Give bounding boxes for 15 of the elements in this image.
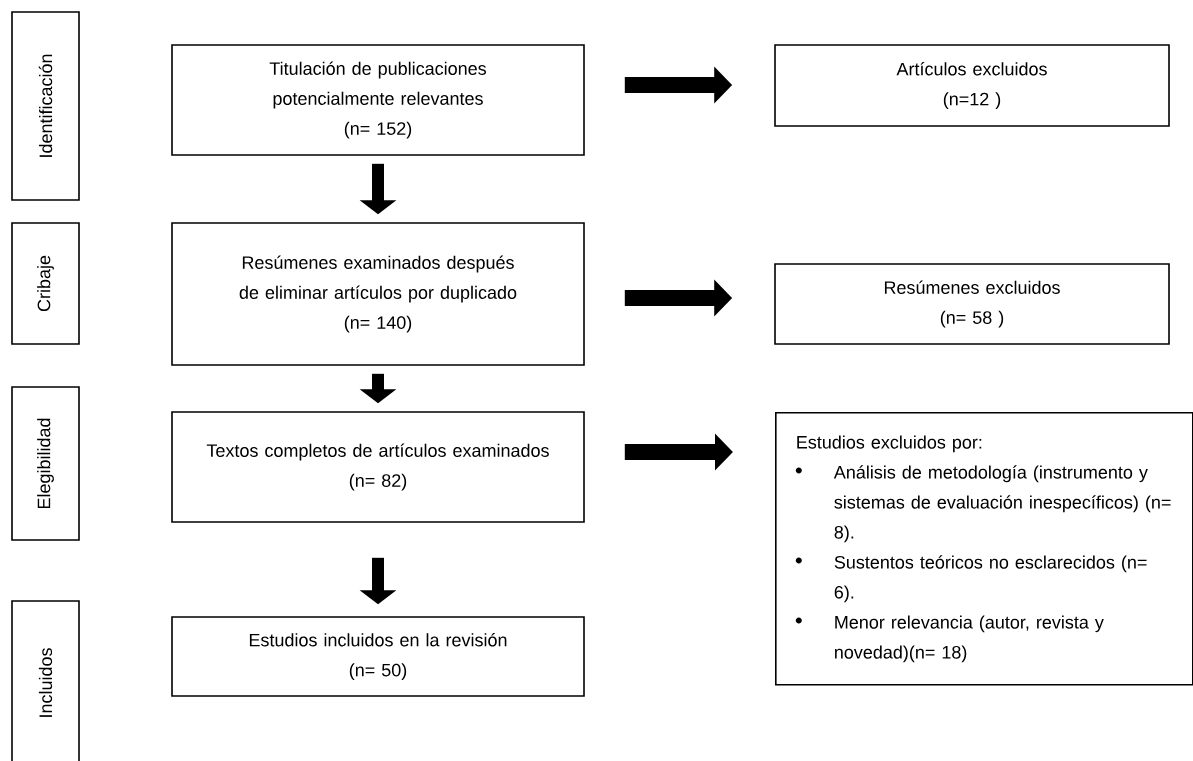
list-item: Sustentos teóricos no esclarecidos (n= 6). bbox=[834, 555, 1147, 603]
exclusion-box: Resúmenes excluidos (n= 58 ) bbox=[774, 263, 1170, 345]
process-box: Resúmenes examinados después de eliminar artículos por duplicado (n= 140) bbox=[171, 222, 585, 366]
exclusion-box: Artículos excluidos (n=12 ) bbox=[774, 44, 1170, 127]
exclusion-box bbox=[775, 412, 1193, 686]
process-box: Titulación de publicaciones potencialmente relevantes (n= 152) bbox=[171, 44, 585, 156]
list-item: Menor relevancia (autor, revista y novedad)(n= 18) bbox=[835, 615, 1104, 663]
process-box: Textos completos de artículos examinados (n= 82) bbox=[171, 411, 585, 523]
stage-label-box: Identificación bbox=[11, 11, 80, 201]
stage-label-box: Cribaje bbox=[11, 222, 80, 345]
stage-label-box: Incluidos bbox=[11, 600, 80, 761]
process-box: Estudios incluidos en la revisión (n= 50) bbox=[171, 616, 585, 697]
list-heading: Estudios excluidos por: bbox=[797, 435, 982, 453]
list-item: Análisis de metodología (instrumento y sistemas de evaluación inespecíficos) (n= 8). bbox=[833, 465, 1171, 543]
stage-label-box: Elegibilidad bbox=[11, 386, 80, 541]
